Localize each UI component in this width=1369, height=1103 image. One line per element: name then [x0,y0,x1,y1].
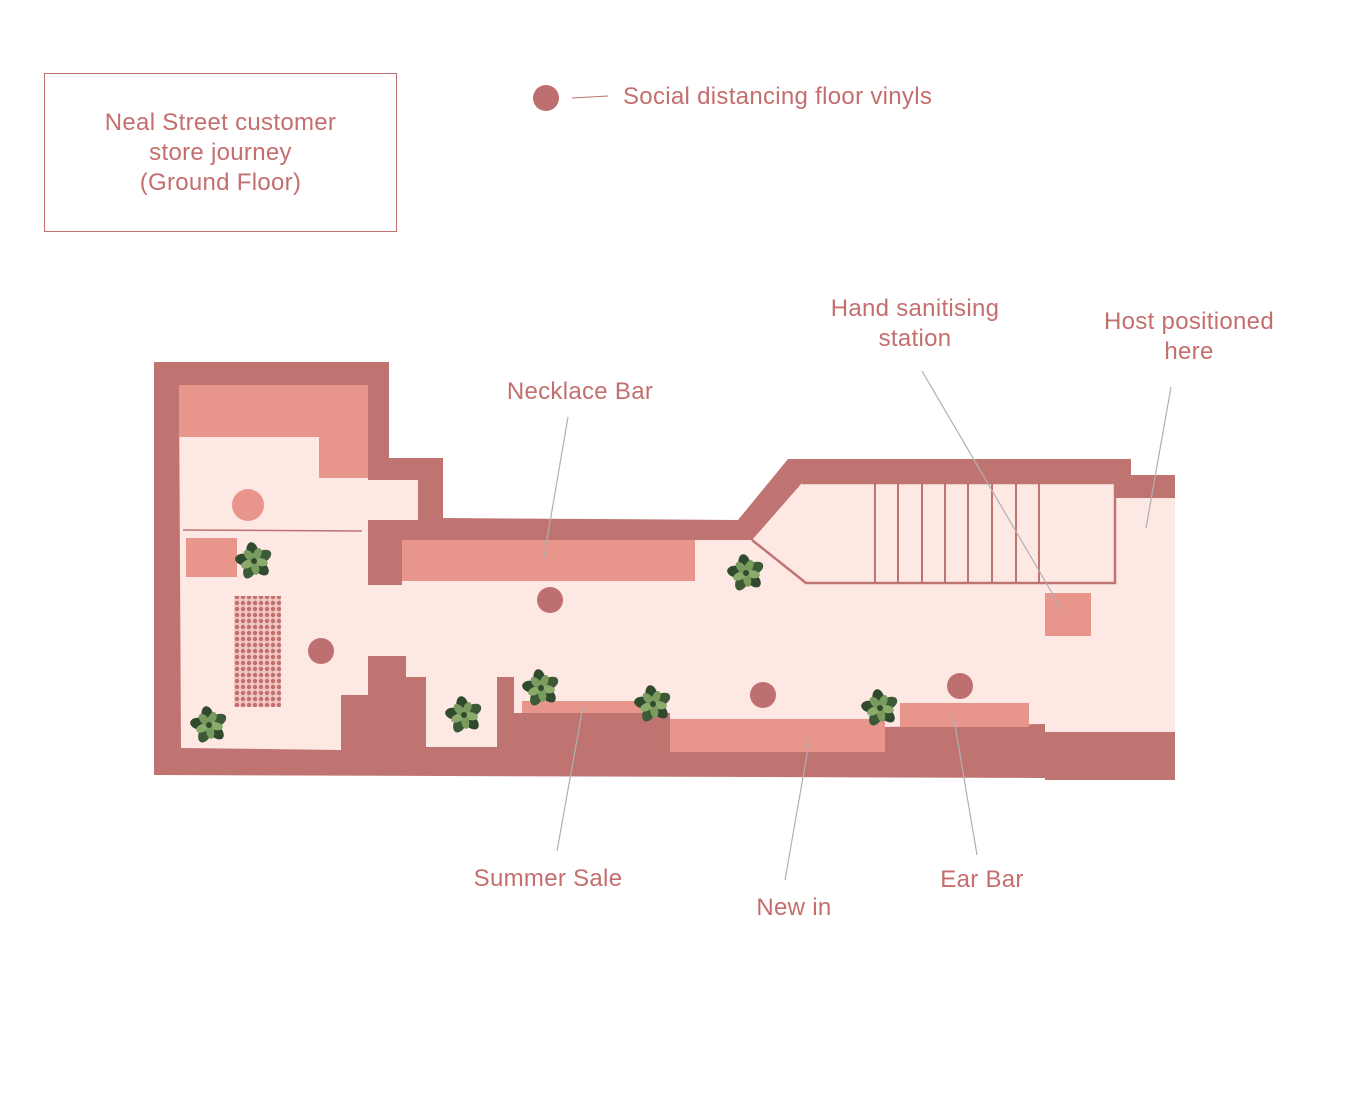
hand-sanitising-line-1: Hand sanitising [830,295,1000,322]
title-line-2: store journey [149,138,292,166]
leader-lines [543,370,1172,881]
floor-vinyls [232,489,973,708]
label-host: Host positioned here [1079,307,1299,367]
fixtures [179,385,1091,752]
necklace-bar-fixture [402,540,695,581]
divider-line [182,529,363,532]
new-in-fixture [670,719,885,752]
legend-label: Social distancing floor vinyls [623,83,933,110]
new-in-text: New in [756,894,832,921]
page-title: Neal Street customer store journey (Grou… [105,108,336,198]
floor-vinyl-marker [947,673,973,699]
label-new-in: New in [734,893,854,923]
host-line-1: Host positioned [1104,308,1274,335]
stair-outline [751,481,1117,585]
hand-sanitising-line-2: station [878,325,952,352]
host-line-2: here [1164,338,1214,365]
legend-leader-line [571,95,609,99]
title-line-3: (Ground Floor) [139,168,302,196]
stair-area [752,483,1115,583]
label-hand-sanitising: Hand sanitising station [805,294,1025,354]
label-summer-sale: Summer Sale [458,864,638,894]
stairs-icon [874,483,1040,583]
floor-mat [234,596,281,707]
label-necklace-bar: Necklace Bar [490,377,670,407]
floor-vinyl-marker [232,489,264,521]
summer-sale-text: Summer Sale [473,865,623,892]
title-line-1: Neal Street customer [104,108,337,136]
ear-bar-text: Ear Bar [940,866,1024,893]
floor-vinyl-marker [750,682,776,708]
floor-vinyl-marker [537,587,563,613]
back-counter [179,385,368,478]
label-ear-bar: Ear Bar [922,865,1042,895]
hand-sanitising-station [1045,593,1091,636]
necklace-bar-text: Necklace Bar [506,378,654,405]
legend-vinyl-marker [533,85,559,111]
floor-vinyl-marker [308,638,334,664]
title-box: Neal Street customer store journey (Grou… [44,73,397,232]
summer-sale-fixture [522,701,642,713]
ear-bar-fixture [900,703,1029,727]
left-display [186,538,237,577]
